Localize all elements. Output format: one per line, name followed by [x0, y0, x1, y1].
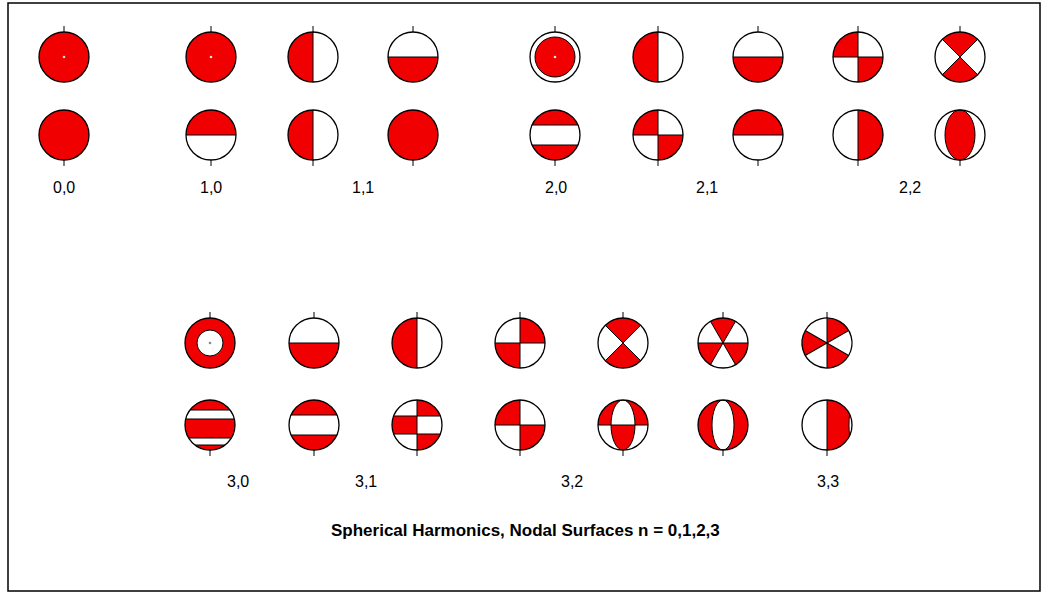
- harmonic-row: [34, 105, 985, 166]
- harmonic-row: [180, 395, 863, 456]
- quantum-number-label: 2,2: [899, 178, 921, 197]
- quantum-number-label: 0,0: [53, 178, 75, 197]
- quantum-number-label: 2,0: [545, 178, 567, 197]
- quantum-number-label: 3,3: [817, 472, 839, 491]
- quantum-number-label: 3,1: [355, 472, 377, 491]
- quantum-number-label: 1,1: [352, 178, 374, 197]
- harmonic-row: [34, 26, 990, 87]
- quantum-number-label: 2,1: [696, 178, 718, 197]
- diagram-title: Spherical Harmonics, Nodal Surfaces n = …: [331, 521, 720, 541]
- frame: [8, 3, 1040, 591]
- quantum-number-label: 3,0: [227, 472, 249, 491]
- quantum-number-label: 3,2: [561, 472, 583, 491]
- quantum-number-label: 1,0: [200, 178, 222, 197]
- harmonic-row: [185, 293, 879, 393]
